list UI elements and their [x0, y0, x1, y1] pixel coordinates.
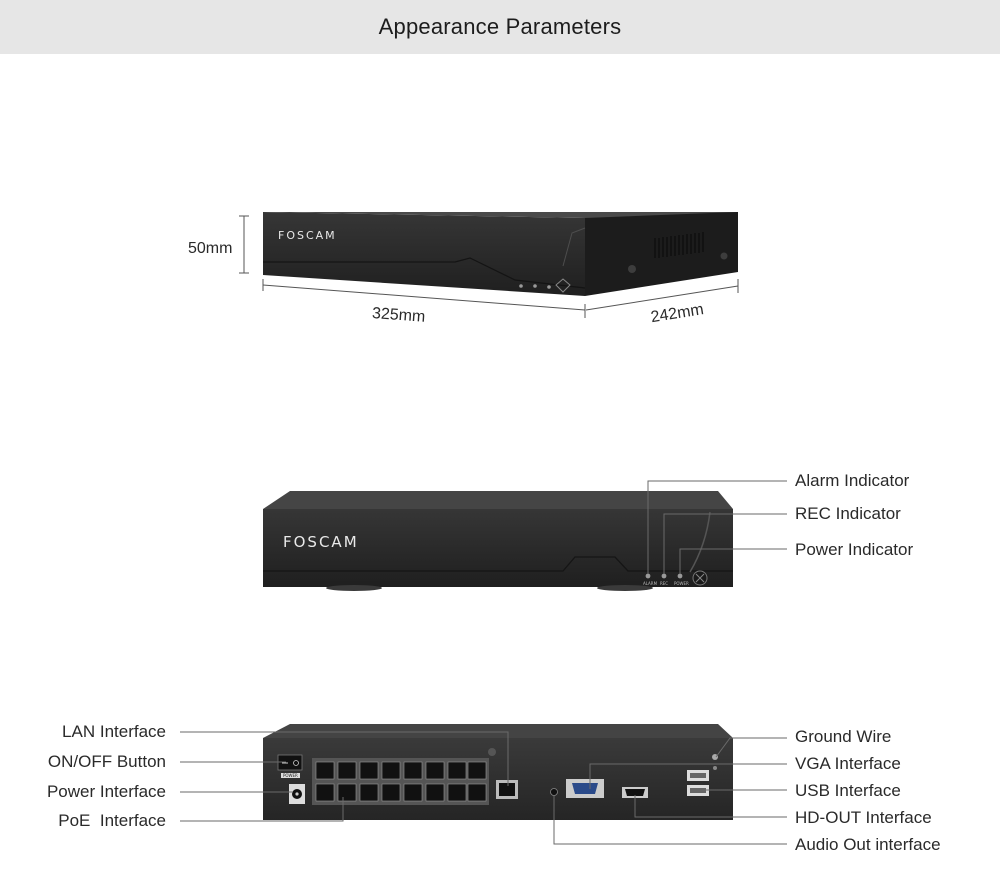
- power-switch-label: POWER: [283, 773, 298, 778]
- power-leader: [679, 548, 787, 574]
- led-label-power: POWER: [674, 581, 689, 586]
- usb-port-top-slot: [690, 773, 706, 778]
- front-bevel-edge: [562, 227, 586, 267]
- audio-out-interface-label: Audio Out interface: [795, 835, 941, 854]
- led-label-rec: REC: [660, 581, 668, 586]
- alarm-indicator-label: Alarm Indicator: [795, 471, 910, 490]
- width-dimension: 325mm: [371, 305, 425, 326]
- power-knob: [555, 278, 571, 293]
- ground-mark: [713, 766, 717, 770]
- height-dimension: 50mm: [188, 240, 232, 257]
- power-switch-plate: [281, 773, 300, 778]
- led-rec: [533, 284, 537, 288]
- front-face: [263, 212, 585, 296]
- top-face: [263, 491, 733, 509]
- page-title: Appearance Parameters: [378, 14, 622, 39]
- side-face: [585, 212, 738, 296]
- led-alarm: [645, 573, 651, 579]
- nvr-isometric-view: FOSCAM 50mm 325mm 242mm: [188, 212, 739, 326]
- ground-leader: [715, 737, 787, 758]
- foot: [326, 585, 382, 591]
- rec-indicator-label: REC Indicator: [795, 504, 901, 523]
- foot: [597, 585, 653, 591]
- top-edge: [263, 212, 738, 218]
- alarm-leader: [647, 480, 787, 574]
- nvr-rear-view: POWER: [180, 724, 787, 845]
- hdout-interface-label: HD-OUT Interface: [795, 808, 932, 827]
- brand-logo: FOSCAM: [283, 533, 359, 551]
- led-alarm: [519, 284, 523, 288]
- dimension-lines: [239, 215, 739, 318]
- dc-jack-pin: [295, 792, 299, 796]
- ground-wire-label: Ground Wire: [795, 727, 891, 746]
- vga-port: [572, 783, 598, 794]
- power-knob-mark: [695, 573, 705, 583]
- poe-leader: [180, 797, 344, 822]
- front-bevel: [263, 257, 586, 289]
- vga-leader: [589, 763, 787, 789]
- led-power: [677, 573, 683, 579]
- power-indicator-label: Power Indicator: [795, 540, 913, 559]
- onoff-button-label: ON/OFF Button: [48, 752, 166, 771]
- usb-port-bottom-slot: [690, 788, 706, 793]
- side-screw: [720, 252, 728, 260]
- audio-out-jack: [550, 788, 558, 796]
- brand-logo: FOSCAM: [278, 229, 337, 242]
- hdout-leader: [634, 795, 787, 818]
- lan-port: [499, 783, 515, 796]
- front-bevel-edge: [689, 511, 711, 573]
- page-header: Appearance Parameters: [0, 0, 1000, 54]
- poe-ports: [315, 761, 487, 802]
- front-face: [263, 509, 733, 587]
- depth-dimension: 242mm: [650, 301, 705, 326]
- poe-interface-label: PoE Interface: [58, 811, 166, 830]
- power-interface-label: Power Interface: [47, 782, 166, 801]
- nvr-front-view: FOSCAM ALARM REC POWER: [263, 480, 787, 591]
- front-bevel: [263, 556, 733, 572]
- led-rec: [661, 573, 667, 579]
- led-label-alarm: ALARM: [643, 581, 658, 586]
- rec-leader: [663, 513, 787, 574]
- hdmi-port: [625, 789, 645, 796]
- side-screw: [628, 265, 636, 273]
- side-vents: [654, 232, 704, 258]
- screw: [488, 748, 496, 756]
- top-face: [263, 724, 733, 738]
- audio-leader: [553, 796, 787, 845]
- lan-leader: [180, 731, 509, 786]
- vga-interface-label: VGA Interface: [795, 754, 901, 773]
- lan-interface-label: LAN Interface: [62, 722, 166, 741]
- switch-off-mark: [293, 760, 299, 766]
- led-power: [547, 285, 551, 289]
- usb-interface-label: USB Interface: [795, 781, 901, 800]
